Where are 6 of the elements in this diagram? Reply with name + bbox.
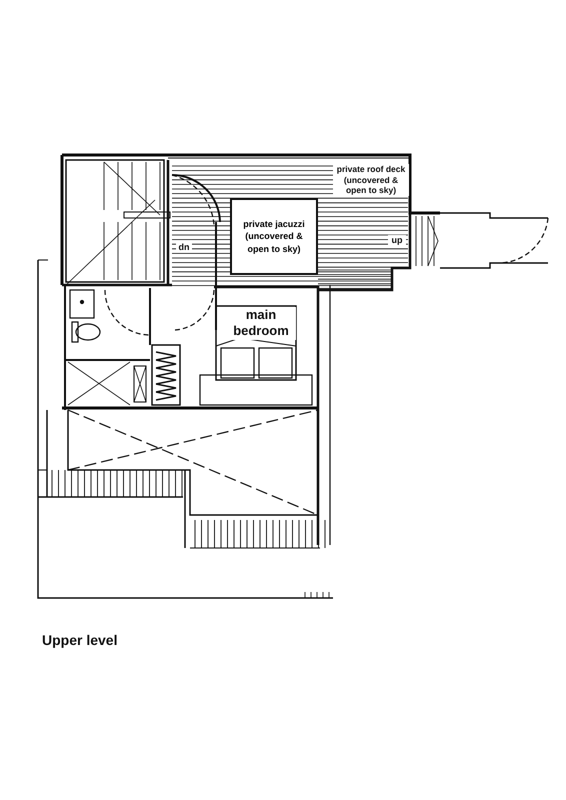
- stair-direction-label: dn: [176, 242, 192, 254]
- jacuzzi-outline: [230, 198, 318, 275]
- stair-direction-label: up: [388, 235, 406, 246]
- caption: Upper level: [42, 632, 118, 650]
- room-label: private jacuzzi (uncovered & open to sky): [242, 218, 306, 255]
- room-label: private roof deck (uncovered & open to sky): [333, 164, 409, 196]
